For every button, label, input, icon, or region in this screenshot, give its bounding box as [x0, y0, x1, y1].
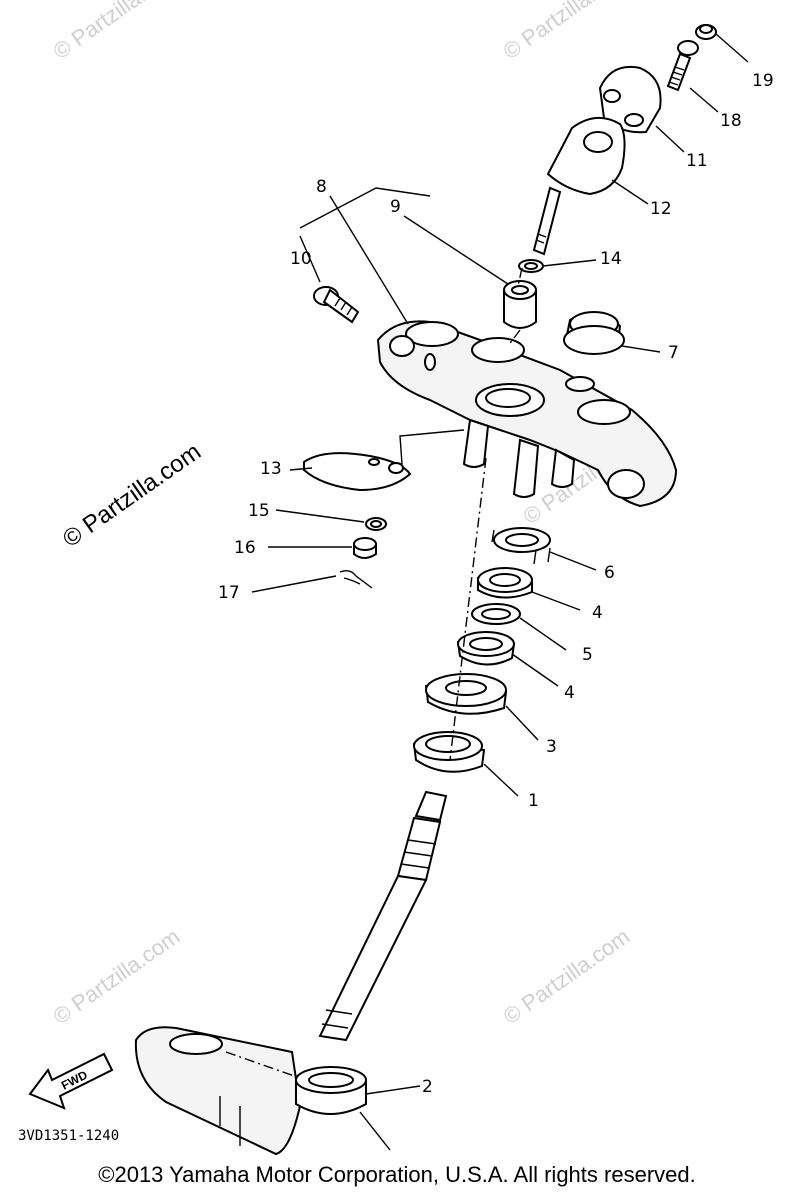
callout-5: 5: [582, 645, 593, 665]
callout-3: 3: [546, 737, 557, 757]
watermark-main: © Partzilla.com: [58, 438, 206, 553]
callout-12: 12: [650, 199, 672, 219]
part-10-bolt[interactable]: [313, 286, 360, 324]
part-2-lower-bearing[interactable]: [295, 1066, 367, 1115]
part-3-bearing-cover[interactable]: [424, 673, 508, 715]
part-9-collar[interactable]: [503, 280, 537, 329]
watermark: © Partzilla.com: [49, 924, 185, 1030]
part-6-lock-washer[interactable]: [491, 527, 551, 565]
part-17-clip[interactable]: [339, 569, 373, 589]
callout-13: 13: [260, 459, 282, 479]
part-4-ring-nut-lower[interactable]: [456, 631, 516, 666]
callout-14: 14: [600, 249, 622, 269]
callout-18: 18: [720, 111, 742, 131]
callout-11: 11: [686, 151, 708, 171]
callout-7: 7: [668, 343, 679, 363]
callout-15: 15: [248, 501, 270, 521]
callout-8: 8: [316, 177, 327, 197]
part-19-cap[interactable]: [695, 24, 717, 40]
part-15-washer[interactable]: [365, 517, 387, 531]
callout-9: 9: [390, 197, 401, 217]
watermark: © Partzilla.com: [499, 0, 635, 64]
callout-4-lower: 4: [564, 683, 575, 703]
part-4-ring-nut-upper[interactable]: [477, 567, 533, 599]
part-12-handlebar-holder[interactable]: [532, 117, 626, 256]
watermark: © Partzilla.com: [49, 0, 185, 64]
part-1-upper-bearing[interactable]: [412, 731, 486, 773]
part-8-upper-bracket[interactable]: [376, 320, 678, 508]
part-16-nut[interactable]: [353, 537, 377, 559]
part-13-plate[interactable]: [303, 452, 412, 492]
part-5-rubber-washer[interactable]: [471, 603, 521, 625]
callout-16: 16: [234, 538, 256, 558]
part-7-stem-nut[interactable]: [563, 311, 625, 355]
fwd-arrow-icon: FWD: [28, 1052, 114, 1110]
assembly-lines: [225, 267, 523, 1079]
callout-2: 2: [422, 1077, 433, 1097]
part-14-washer[interactable]: [518, 259, 544, 273]
callout-1: 1: [528, 791, 539, 811]
copyright-notice: ©2013 Yamaha Motor Corporation, U.S.A. A…: [98, 1162, 696, 1187]
part-18-bolt[interactable]: [666, 40, 699, 92]
watermark: © Partzilla.com: [499, 924, 635, 1030]
callouts: 19 18 11 12 8 9 10 14 7 13 15 16 17 6 4 …: [218, 71, 774, 1097]
leader-lines: [251, 33, 749, 1151]
steering-stem[interactable]: [134, 790, 448, 1156]
callout-6: 6: [604, 563, 615, 583]
callout-19: 19: [752, 71, 774, 91]
callout-17: 17: [218, 583, 240, 603]
part-11-upper-clamp[interactable]: [598, 66, 662, 134]
callout-4-upper: 4: [592, 603, 603, 623]
callout-10: 10: [290, 249, 312, 269]
drawing-code: 3VD1351-1240: [18, 1128, 119, 1144]
